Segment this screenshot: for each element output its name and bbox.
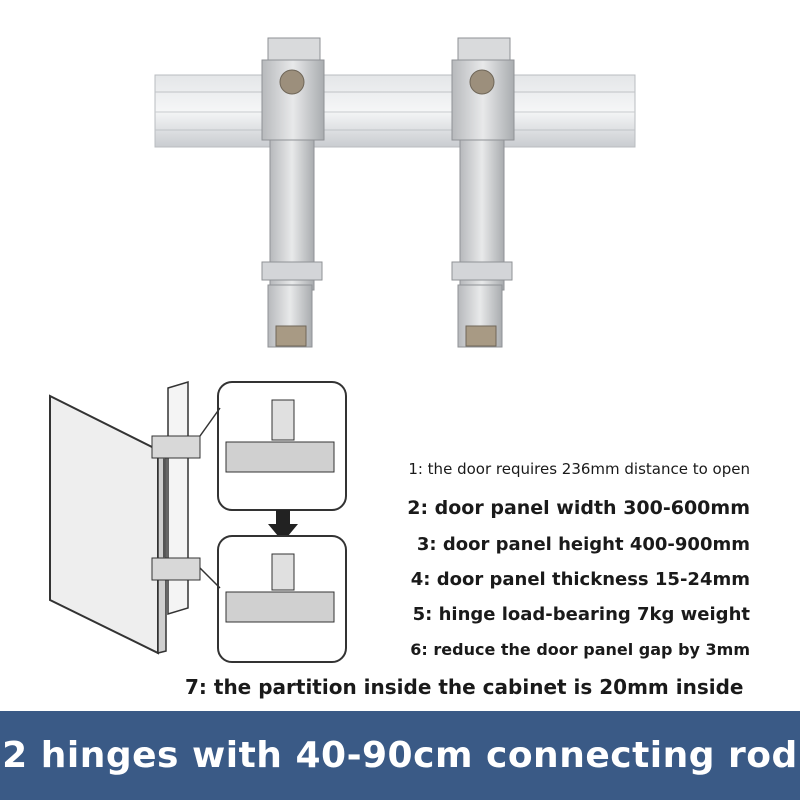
spec-5: 5: hinge load-bearing 7kg weight	[412, 604, 750, 625]
spec-2: 2: door panel width 300-600mm	[407, 497, 750, 519]
door-panel-illustration	[49, 394, 167, 655]
spec-6: 6: reduce the door panel gap by 3mm	[410, 640, 750, 659]
spec-7: 7: the partition inside the cabinet is 2…	[185, 675, 744, 699]
hinge-left	[261, 37, 325, 348]
aluminum-rail	[154, 74, 636, 148]
hinge-right	[451, 37, 515, 348]
spec-1: 1: the door requires 236mm distance to o…	[408, 460, 750, 478]
detail-callout-bottom	[199, 535, 347, 663]
detail-callout-top	[199, 381, 347, 511]
product-photo	[154, 37, 636, 348]
cabinet-side-illustration	[151, 380, 201, 616]
down-arrow-icon	[268, 510, 298, 542]
spec-4: 4: door panel thickness 15-24mm	[410, 569, 750, 590]
bottom-banner: 2 hinges with 40-90cm connecting rod	[0, 711, 800, 800]
installation-diagram	[49, 380, 347, 663]
banner-text: 2 hinges with 40-90cm connecting rod	[2, 735, 798, 776]
spec-3: 3: door panel height 400-900mm	[416, 534, 750, 555]
